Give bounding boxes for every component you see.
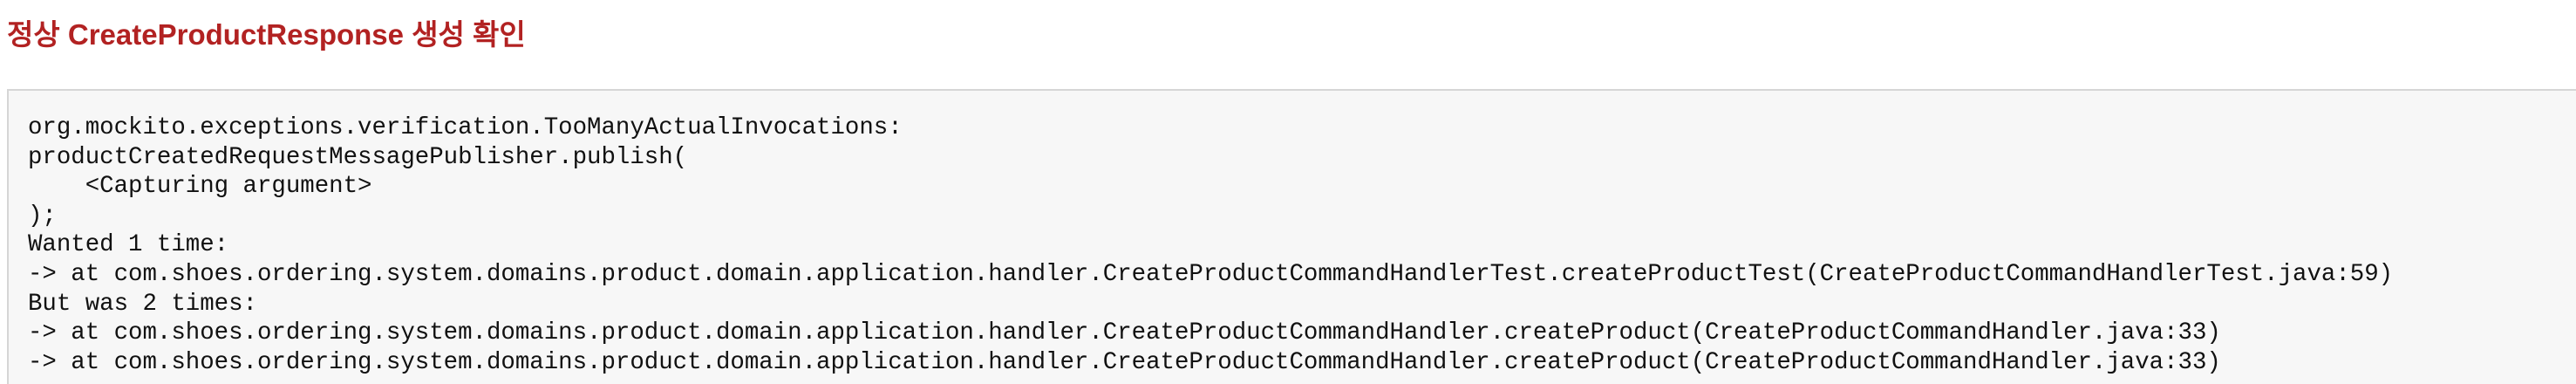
stack-trace-box: org.mockito.exceptions.verification.TooM…: [7, 89, 2576, 384]
test-case-title: 정상 CreateProductResponse 생성 확인: [7, 18, 526, 51]
stack-trace-text: org.mockito.exceptions.verification.TooM…: [28, 114, 2394, 376]
